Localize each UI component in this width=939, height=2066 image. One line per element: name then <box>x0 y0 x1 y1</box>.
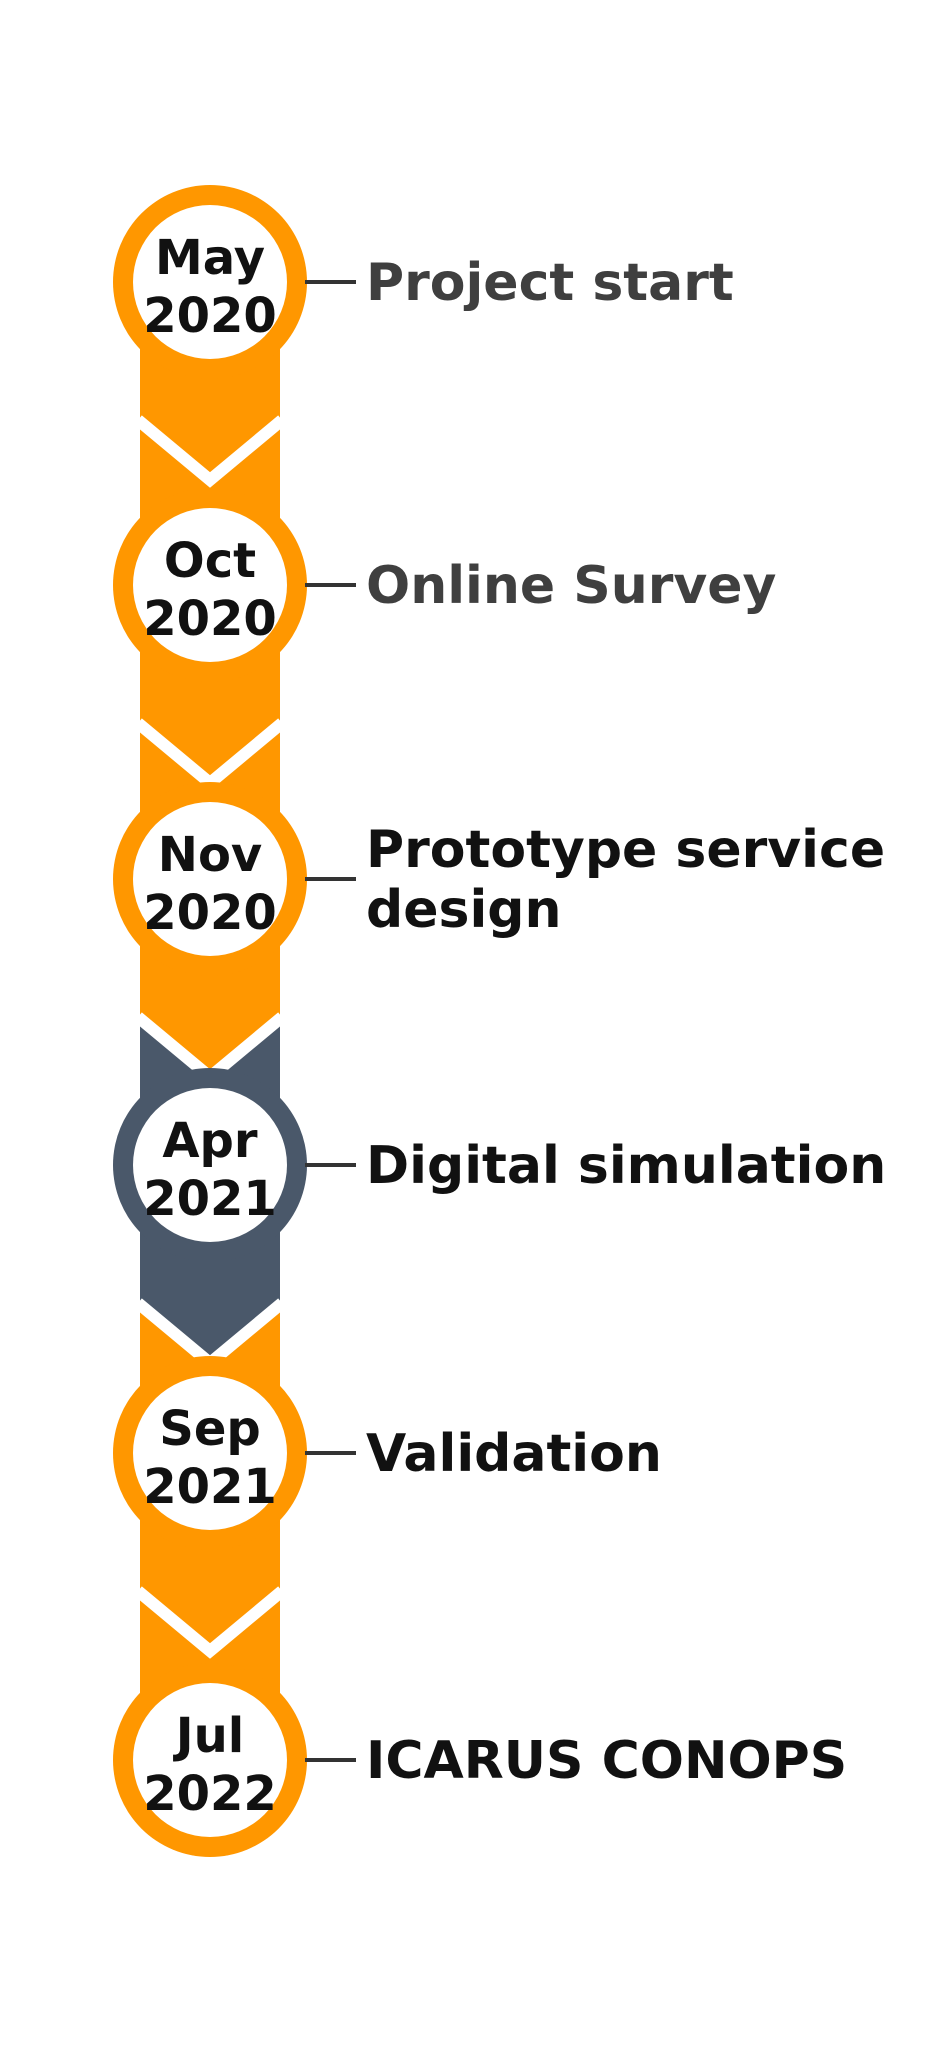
milestone-label: Digital simulation <box>366 1136 886 1196</box>
milestone-disc <box>133 802 287 956</box>
milestone-label: Validation <box>366 1424 662 1484</box>
milestone-label: design <box>366 880 562 940</box>
milestone-year: 2020 <box>143 288 277 344</box>
milestone-year: 2020 <box>143 591 277 647</box>
milestone-disc <box>133 1683 287 1837</box>
milestone-year: 2020 <box>143 885 277 941</box>
milestone-label: ICARUS CONOPS <box>366 1731 847 1791</box>
milestone-label: Online Survey <box>366 556 776 616</box>
milestone-disc <box>133 1088 287 1242</box>
milestone-month: May <box>155 230 265 286</box>
milestone-month: Nov <box>158 827 262 883</box>
milestone-year: 2021 <box>143 1459 277 1515</box>
milestone-disc <box>133 508 287 662</box>
milestone-label: Prototype service <box>366 820 885 880</box>
milestone-month: Sep <box>159 1401 260 1457</box>
milestone-month: Oct <box>164 533 256 589</box>
milestone-disc <box>133 1376 287 1530</box>
milestone-disc <box>133 205 287 359</box>
milestone-year: 2022 <box>143 1766 277 1822</box>
chevron-separator <box>134 415 286 488</box>
chevron-separator <box>134 1586 286 1659</box>
milestone-month: Apr <box>162 1113 258 1169</box>
milestone-month: Jul <box>173 1708 244 1764</box>
milestone-year: 2021 <box>143 1171 277 1227</box>
milestone-label: Project start <box>366 253 734 313</box>
